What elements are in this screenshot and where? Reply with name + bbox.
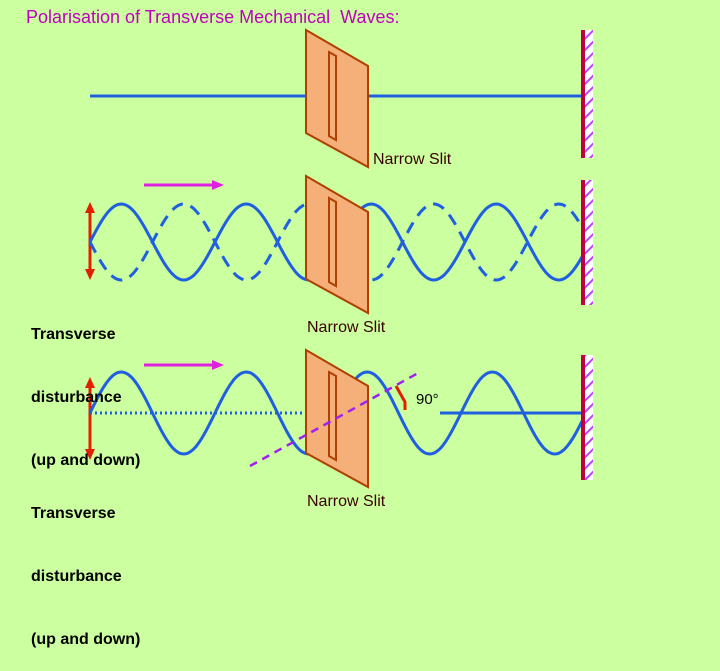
slit-2: [305, 174, 369, 315]
wave-solid-3: [88, 370, 338, 456]
wall-2: [581, 180, 593, 305]
slit-orientation-line: [249, 370, 421, 468]
disturbance-label-line3: (up and down): [31, 452, 141, 469]
disturbance-label-line1: Transverse: [31, 505, 116, 522]
disturbance-label-line3: (up and down): [31, 631, 141, 648]
direction-arrowhead-2: [212, 180, 224, 190]
panel-3: [85, 348, 593, 489]
wave-dashed-2: [88, 202, 584, 282]
wave-after-slit-3: [334, 370, 584, 456]
disturbance-label-line1: Transverse: [31, 326, 116, 343]
disturbance-label-line2: disturbance: [31, 389, 122, 406]
disturbance-label-2: Transverse disturbance (up and down): [31, 461, 140, 671]
disturbance-label-1: Transverse disturbance (up and down): [31, 282, 140, 492]
disturbance-arrowhead-down-2: [85, 269, 95, 280]
disturbance-arrowhead-down-3: [85, 449, 95, 460]
slit-label-3: Narrow Slit: [307, 493, 386, 510]
direction-arrowhead-3: [212, 360, 224, 370]
disturbance-arrowhead-up-2: [85, 202, 95, 213]
polarisation-diagram: [85, 28, 593, 489]
angle-label: 90°: [416, 391, 439, 408]
slit-label-2: Narrow Slit: [307, 319, 386, 336]
slit-1: [305, 28, 369, 169]
right-angle-marker: [394, 385, 407, 410]
panel-2: [85, 174, 593, 315]
panel-1: [90, 28, 593, 169]
wall-1: [581, 30, 593, 158]
wall-3: [581, 355, 593, 480]
slit-label-1: Narrow Slit: [373, 151, 452, 168]
page-title: Polarisation of Transverse Mechanical Wa…: [26, 7, 400, 27]
disturbance-arrowhead-up-3: [85, 377, 95, 388]
disturbance-label-line2: disturbance: [31, 568, 122, 585]
